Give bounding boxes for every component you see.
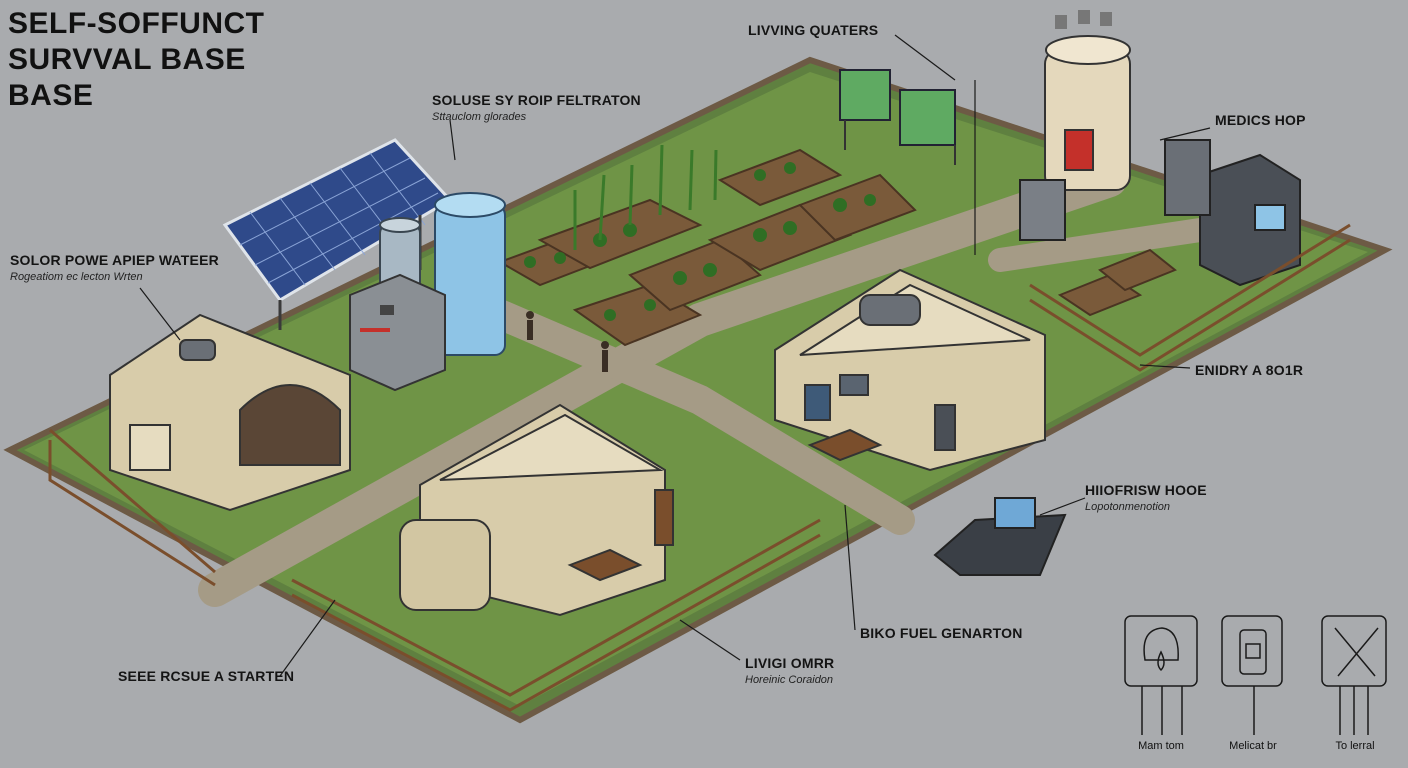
leader-lines — [139, 34, 1211, 677]
dirt-path-main — [198, 163, 1127, 607]
label-living-omr: LIVIGI OMRR Horeinic Coraidon — [745, 655, 834, 686]
label-solar-water: SOLOR POWE APIEP WATEER Rogeatiom ec lec… — [10, 252, 219, 283]
label-energy-title: ENIDRY A 8O1R — [1195, 362, 1304, 378]
legend-caption-1: Mam tom — [1138, 740, 1184, 752]
label-biofuel-title: BIKO FUEL GENARTON — [860, 625, 1023, 641]
people — [526, 311, 609, 372]
label-solar-water-title: SOLOR POWE APIEP WATEER — [10, 252, 219, 268]
label-living-quarters: LIVVING QUATERS — [748, 22, 878, 38]
filtration-machine — [349, 273, 446, 392]
dirt-path-cross — [475, 295, 915, 535]
label-rescue: SEEE RCSUE A STARTEN — [118, 668, 294, 684]
boat — [933, 497, 1067, 576]
fence-southwest — [48, 428, 821, 712]
tent-west — [109, 313, 351, 512]
label-hydro-title: HIIOFRISW HOOE — [1085, 482, 1207, 498]
tools-icon — [1334, 627, 1379, 677]
label-living-quarters-title: LIVVING QUATERS — [748, 22, 879, 38]
title-line-1: SELF-SOFFUNCT — [8, 7, 265, 40]
label-medic-shop: MEDICS HOP — [1215, 112, 1306, 128]
silo-tower — [1044, 10, 1131, 191]
label-solar-water-subtitle: Rogeatiom ec lecton Wrten — [10, 271, 143, 283]
legend-icons — [1124, 615, 1387, 735]
label-energy: ENIDRY A 8O1R — [1195, 362, 1303, 378]
label-biofuel: BIKO FUEL GENARTON — [860, 625, 1023, 641]
label-living-omr-title: LIVIGI OMRR — [745, 655, 835, 671]
legend-caption-2: Melicat br — [1229, 740, 1277, 752]
tent-center — [774, 268, 1046, 472]
label-medic-shop-title: MEDICS HOP — [1215, 112, 1306, 128]
medic-shop-building — [1019, 139, 1301, 287]
water-tank — [379, 192, 506, 356]
label-hydro: HIIOFRISW HOOE Lopotonmenotion — [1085, 482, 1207, 513]
living-quarters-frame — [839, 69, 956, 165]
tree-drop-icon — [1143, 627, 1179, 672]
title-line-3: BASE — [8, 79, 94, 112]
garden-beds — [497, 144, 917, 347]
label-solar-filtration-title: SOLUSE SY ROIP FELTRATON — [432, 92, 641, 108]
label-solar-filtration: SOLUSE SY ROIP FELTRATON Sttauclom glora… — [432, 92, 641, 123]
fenced-garden-east — [1029, 223, 1351, 372]
label-solar-filtration-subtitle: Sttauclom glorades — [432, 111, 527, 123]
dirt-path-east — [988, 218, 1212, 272]
label-hydro-subtitle: Lopotonmenotion — [1085, 501, 1171, 513]
tent-south — [399, 403, 674, 617]
canister-icon — [1239, 629, 1267, 675]
label-rescue-title: SEEE RCSUE A STARTEN — [118, 668, 295, 684]
legend-caption-3: To lerral — [1335, 740, 1375, 752]
diagram-title: SELF-SOFFUNCT SURVVAL BASE BASE — [8, 6, 264, 114]
label-living-omr-subtitle: Horeinic Coraidon — [745, 674, 834, 686]
title-line-2: SURVVAL BASE — [8, 43, 246, 76]
